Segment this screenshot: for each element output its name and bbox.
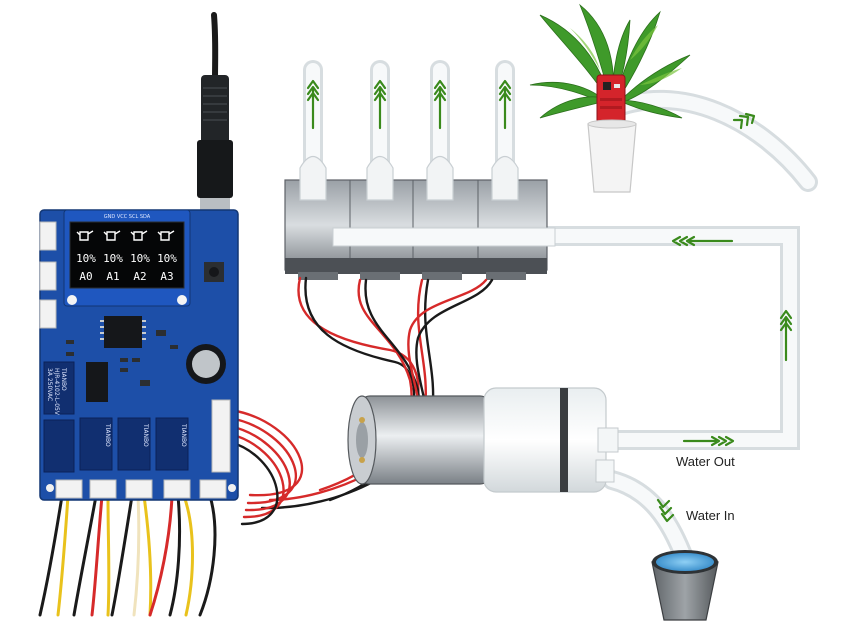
- oled-percent-a0: 10%: [76, 252, 96, 265]
- water-surface: [656, 553, 714, 571]
- relay-brand: TIANBO: [104, 423, 111, 447]
- flow-arrow-icon: [656, 498, 675, 523]
- flow-arrow-icon: [498, 79, 512, 130]
- relay-model: HJR-4102-L-05V: [53, 368, 60, 416]
- oled-percent-a3: 10%: [157, 252, 177, 265]
- oled-percent-a2: 10%: [130, 252, 150, 265]
- water-out-label: Water Out: [676, 454, 735, 469]
- flow-arrow-icon: [433, 79, 447, 130]
- flow-arrow-icon: [373, 79, 387, 130]
- flow-arrow-icon: [682, 435, 735, 447]
- potted-plant: [529, 3, 691, 193]
- relay-brand: TIANBO: [180, 423, 187, 447]
- controller-board: GND VCC SCL SDA 10% 10% 10% 10% A0 A1 A2…: [39, 209, 239, 501]
- solenoid-valve-manifold: [284, 155, 556, 280]
- oled-channel-a1: A1: [106, 270, 119, 283]
- flow-arrow-icon: [779, 309, 793, 362]
- watering-can-icon: [103, 230, 121, 241]
- flow-arrow-icon: [306, 79, 320, 130]
- relay-brand: TIANBO: [142, 423, 149, 447]
- flow-arrow-icon: [732, 112, 756, 130]
- relay-rating: 3A 250VAC: [46, 368, 53, 401]
- watering-can-icon: [76, 230, 94, 241]
- oled-channel-a2: A2: [133, 270, 146, 283]
- oled-channel-a0: A0: [79, 270, 92, 283]
- soil-moisture-sensor: [596, 74, 626, 124]
- oled-percent-a1: 10%: [103, 252, 123, 265]
- watering-can-icon: [157, 230, 175, 241]
- water-reservoir: [651, 550, 719, 621]
- relay-bank: TIANBO HJR-4102-L-05V 3A 250VAC TIANBO T…: [43, 361, 189, 473]
- sensor-wires: [38, 494, 217, 617]
- water-pump: [347, 387, 619, 493]
- relay-brand: TIANBO: [60, 367, 67, 391]
- plant-pot: [587, 123, 637, 193]
- watering-can-icon: [130, 230, 148, 241]
- water-in-label: Water In: [686, 508, 735, 523]
- flow-arrow-icon: [671, 235, 734, 247]
- oled-display-module: GND VCC SCL SDA 10% 10% 10% 10% A0 A1 A2…: [63, 209, 191, 307]
- oled-channel-a3: A3: [160, 270, 173, 283]
- power-cable: [197, 12, 233, 212]
- header-pin-label: GND VCC SCL SDA: [104, 214, 151, 220]
